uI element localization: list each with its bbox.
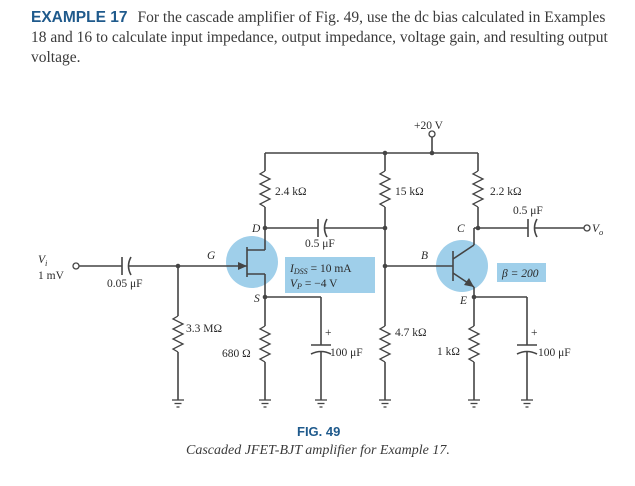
emitter-cap-plus: + bbox=[531, 327, 538, 339]
r2-label: 4.7 kΩ bbox=[395, 327, 427, 339]
resistor-r2 bbox=[378, 325, 392, 363]
ground-icon bbox=[315, 399, 327, 408]
capacitor-plate-curved bbox=[323, 218, 328, 238]
source-resistor-label: 680 Ω bbox=[222, 348, 251, 360]
ground-icon bbox=[172, 399, 184, 408]
resistor-drain bbox=[258, 170, 272, 208]
example-label: EXAMPLE 17 bbox=[31, 9, 128, 26]
ground-icon bbox=[259, 399, 271, 408]
r1-label: 15 kΩ bbox=[395, 186, 424, 198]
ground-icon bbox=[379, 399, 391, 408]
resistor-emitter bbox=[467, 325, 481, 363]
collector-resistor-label: 2.2 kΩ bbox=[490, 186, 522, 198]
gate-resistor-label: 3.3 MΩ bbox=[186, 323, 222, 335]
source-label: S bbox=[254, 293, 260, 305]
input-terminal bbox=[72, 262, 80, 270]
source-cap-label: 100 μF bbox=[330, 347, 363, 359]
coupling-cap-label: 0.5 μF bbox=[305, 238, 335, 250]
drain-label: D bbox=[251, 223, 261, 235]
idss-label: IDSS= 10 mA bbox=[289, 263, 352, 276]
figure-caption: Cascaded JFET-BJT amplifier for Example … bbox=[186, 443, 450, 458]
emitter-label: E bbox=[459, 295, 467, 307]
resistor-collector bbox=[471, 170, 485, 208]
top-node-supply bbox=[429, 150, 435, 156]
c-in-label: 0.05 μF bbox=[107, 278, 143, 290]
bjt-collector-lead bbox=[452, 244, 475, 260]
ground-icon bbox=[468, 399, 480, 408]
jfet-circle bbox=[226, 236, 278, 288]
emitter-arrow bbox=[464, 278, 474, 287]
emitter-cap-label: 100 μF bbox=[538, 347, 571, 359]
collector-label: C bbox=[457, 223, 465, 235]
output-terminal bbox=[583, 224, 591, 232]
resistor-r1 bbox=[378, 170, 392, 208]
input-value: 1 mV bbox=[38, 270, 65, 282]
vp-label: VP= −4 V bbox=[290, 278, 338, 291]
example-text: For the cascade amplifier of Fig. 49, us… bbox=[31, 9, 608, 66]
gate-label: G bbox=[207, 250, 216, 262]
capacitor-plate-curved bbox=[127, 256, 132, 276]
emitter-resistor-label: 1 kΩ bbox=[437, 346, 460, 358]
output-label: Vo bbox=[592, 223, 603, 237]
capacitor-plate-curved bbox=[533, 218, 538, 238]
source-cap-plus: + bbox=[325, 327, 332, 339]
supply-terminal bbox=[428, 130, 436, 138]
figure-label: FIG. 49 bbox=[297, 424, 340, 439]
gate-arrow bbox=[238, 262, 247, 270]
output-cap-label: 0.5 μF bbox=[513, 205, 543, 217]
ground-icon bbox=[521, 399, 533, 408]
supply-label: +20 V bbox=[414, 120, 444, 132]
resistor-gate bbox=[171, 315, 185, 353]
resistor-source bbox=[258, 325, 272, 363]
jfet-param-box bbox=[285, 257, 375, 293]
beta-label: β = 200 bbox=[501, 268, 539, 280]
drain-resistor-label: 2.4 kΩ bbox=[275, 186, 307, 198]
bjt-circle bbox=[436, 240, 488, 292]
input-label: Vi bbox=[38, 254, 48, 268]
base-label: B bbox=[421, 250, 428, 262]
beta-box bbox=[497, 263, 546, 282]
